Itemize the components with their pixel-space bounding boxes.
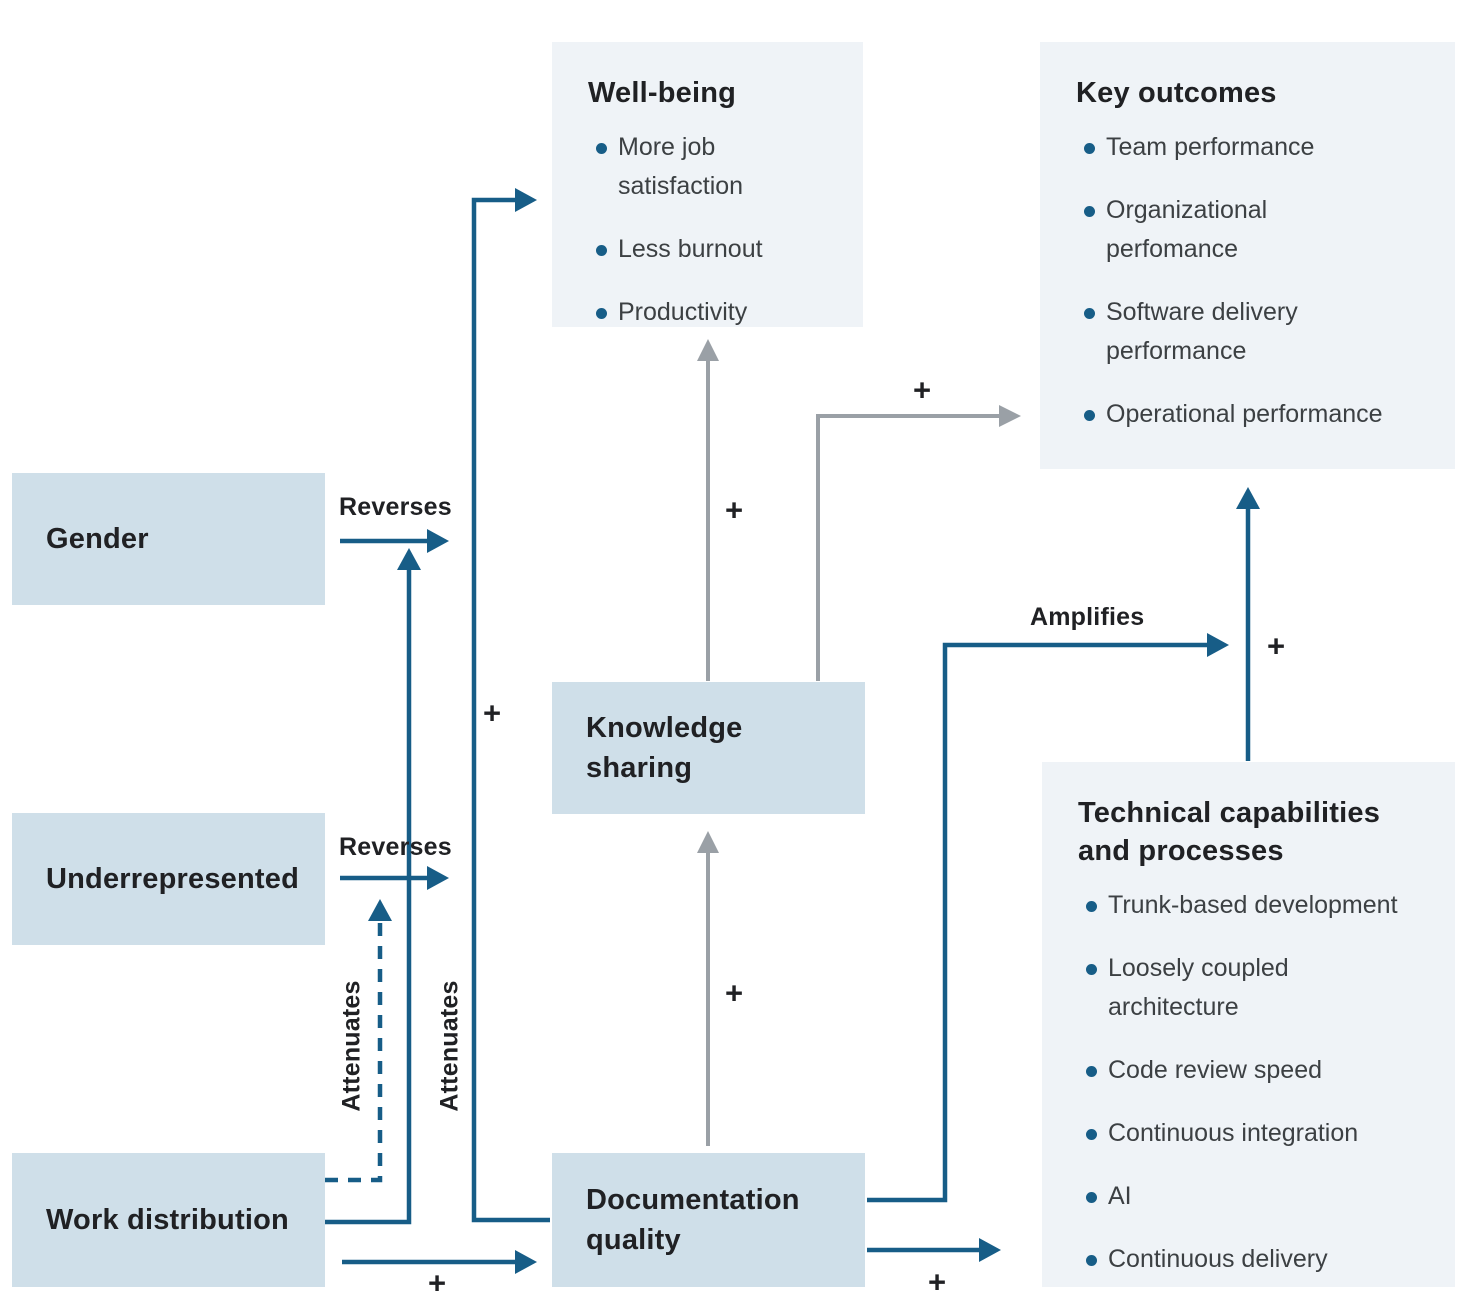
edge-label-reverses-underrepresented: Reverses — [339, 833, 452, 861]
edge-label-reverses-gender: Reverses — [339, 493, 452, 521]
edge-techcapabilities-keyoutcomes-arrow — [1236, 487, 1260, 761]
plus-label-docquality-to-knowledge: + — [724, 975, 744, 1011]
list-item-label: More job satisfaction — [618, 133, 744, 200]
bullet-icon — [1086, 1066, 1097, 1077]
node-gender: Gender — [12, 473, 325, 605]
list-item-label: Less burnout — [618, 235, 763, 263]
plus-label-techcapabilities-to-keyoutcomes: + — [1266, 628, 1286, 664]
list-item-label: Trunk-based development — [1108, 891, 1398, 919]
edge-documentationquality-amplifies-arrow — [867, 633, 1229, 1203]
list-item-label: Continuous integration — [1108, 1119, 1359, 1147]
list-item-label: AI — [1108, 1182, 1132, 1210]
list-item-label: Team performance — [1106, 133, 1315, 161]
list-item: Continuous integration — [1086, 1114, 1425, 1153]
node-work-distribution: Work distribution — [12, 1153, 325, 1287]
edge-knowledgesharing-keyoutcomes-arrow — [816, 405, 1021, 681]
bullet-icon — [1086, 964, 1097, 975]
edge-documentationquality-techcapabilities-arrow — [867, 1238, 1001, 1262]
edge-documentationquality-knowledgesharing-arrow — [697, 831, 719, 1146]
edge-label-attenuates-dashed: Attenuates — [337, 980, 366, 1112]
bullet-icon — [1084, 410, 1095, 421]
bullet-icon — [596, 143, 607, 154]
edge-label-attenuates-solid: Attenuates — [435, 980, 464, 1112]
panel-key-outcomes-title: Key outcomes — [1076, 77, 1277, 109]
panel-well-being-title: Well-being — [588, 77, 737, 109]
bullet-icon — [1086, 1255, 1097, 1266]
panel-key-outcomes: Key outcomes Team performance Organizati… — [1040, 42, 1455, 469]
list-item-label: Operational performance — [1106, 400, 1383, 428]
panel-well-being-list: More job satisfaction Less burnout Produ… — [588, 128, 833, 332]
list-item: Operational performance — [1084, 395, 1425, 434]
list-item: Organizational perfomance — [1084, 191, 1425, 269]
bullet-icon — [596, 245, 607, 256]
edge-documentationquality-wellbeing-arrow — [471, 188, 550, 1223]
bullet-icon — [1084, 308, 1095, 319]
edge-workdistribution-attenuates-gender-arrow — [325, 548, 421, 1225]
panel-well-being: Well-being More job satisfaction Less bu… — [552, 42, 863, 327]
panel-technical-capabilities: Technical capabilities and processes Tru… — [1042, 762, 1455, 1287]
list-item-label: Code review speed — [1108, 1056, 1323, 1084]
edge-knowledgesharing-wellbeing-arrow — [697, 339, 719, 681]
edge-underrepresented-reverses-arrow — [340, 866, 449, 890]
plus-label-docquality-to-wellbeing: + — [482, 695, 502, 731]
bullet-icon — [596, 308, 607, 319]
edge-workdistribution-documentationquality-arrow — [342, 1250, 537, 1274]
list-item-label: Loosely coupled architecture — [1108, 954, 1289, 1021]
list-item: Loosely coupled architecture — [1086, 949, 1425, 1027]
plus-label-workdistribution-to-docquality: + — [427, 1265, 447, 1301]
bullet-icon — [1084, 206, 1095, 217]
panel-key-outcomes-list: Team performance Organizational perfoman… — [1076, 128, 1425, 434]
list-item: Trunk-based development — [1086, 886, 1425, 925]
node-knowledge-sharing: Knowledge sharing — [552, 682, 865, 814]
node-underrepresented: Underrepresented — [12, 813, 325, 945]
bullet-icon — [1086, 901, 1097, 912]
panel-technical-capabilities-title: Technical capabilities and processes — [1078, 797, 1381, 867]
panel-technical-capabilities-list: Trunk-based development Loosely coupled … — [1078, 886, 1425, 1279]
list-item: Productivity — [596, 293, 833, 332]
list-item: Less burnout — [596, 230, 833, 269]
plus-label-knowledge-to-wellbeing: + — [724, 492, 744, 528]
edge-label-amplifies: Amplifies — [1030, 603, 1145, 631]
bullet-icon — [1086, 1129, 1097, 1140]
list-item-label: Software delivery performance — [1106, 298, 1298, 365]
list-item-label: Productivity — [618, 298, 748, 326]
list-item: Continuous delivery — [1086, 1240, 1425, 1279]
plus-label-knowledge-to-keyoutcomes: + — [912, 372, 932, 408]
list-item: More job satisfaction — [596, 128, 833, 206]
list-item-label: Continuous delivery — [1108, 1245, 1328, 1273]
edge-workdistribution-attenuates-underrepresented-dashed-arrow — [325, 899, 392, 1183]
bullet-icon — [1084, 143, 1095, 154]
node-documentation-quality: Documentation quality — [552, 1153, 865, 1287]
list-item: Software delivery performance — [1084, 293, 1425, 371]
list-item: Team performance — [1084, 128, 1425, 167]
list-item: AI — [1086, 1177, 1425, 1216]
list-item: Code review speed — [1086, 1051, 1425, 1090]
list-item-label: Organizational perfomance — [1106, 196, 1268, 263]
plus-label-docquality-to-techcapabilities: + — [927, 1264, 947, 1300]
edge-gender-reverses-arrow — [340, 529, 449, 553]
bullet-icon — [1086, 1192, 1097, 1203]
